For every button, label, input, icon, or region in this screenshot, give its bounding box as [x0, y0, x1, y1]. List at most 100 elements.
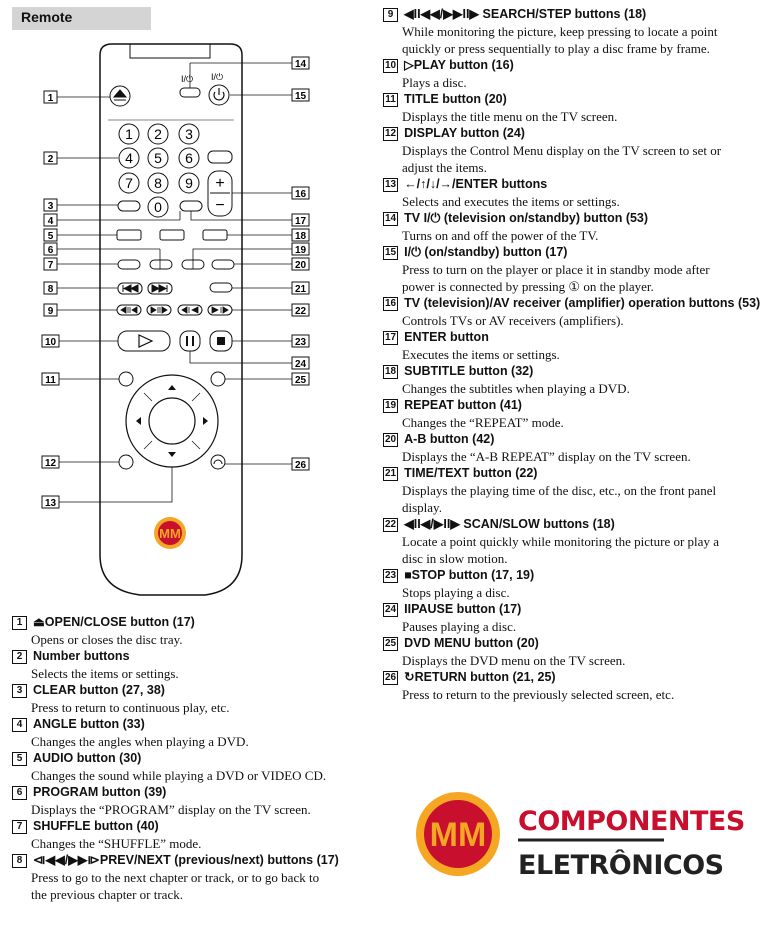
- callout-17: 17: [291, 213, 310, 227]
- digit-button-8: 8: [147, 172, 169, 194]
- tv-power-button: [179, 87, 201, 98]
- entry-description: Opens or closes the disc tray.: [31, 632, 183, 647]
- remote-logo-inner: [158, 521, 182, 545]
- title-button: [118, 371, 134, 387]
- entry-title-text: ■STOP button (17, 19): [404, 568, 535, 582]
- entry-description: Turns on and off the power of the TV.: [402, 228, 599, 243]
- remote-body: [99, 43, 243, 596]
- svg-text:7: 7: [125, 175, 133, 191]
- entry-number-badge: 5: [12, 752, 27, 766]
- entry-description: Displays the Control Menu display on the…: [402, 143, 722, 175]
- step-back-icon: [120, 306, 138, 314]
- svg-text:8: 8: [48, 284, 54, 295]
- entry-description: Displays the title menu on the TV screen…: [402, 109, 618, 124]
- entry-description: Controls TVs or AV receivers (amplifiers…: [402, 313, 624, 328]
- dvd-menu-button: [210, 371, 226, 387]
- entries-left: 1⏏OPEN/CLOSE button (17)Opens or closes …: [12, 614, 339, 903]
- callout-26: 26: [291, 457, 310, 471]
- leader-lines: [57, 62, 292, 503]
- entry-description: Displays the playing time of the disc, e…: [402, 483, 717, 515]
- entry-description: Selects and executes the items or settin…: [402, 194, 620, 209]
- power-label: I/⏻: [211, 72, 223, 82]
- svg-text:6: 6: [185, 150, 193, 166]
- entry-number-badge: 7: [12, 820, 27, 834]
- entry-title-text: TV I/⏻ (television on/standby) button (5…: [404, 211, 649, 225]
- entry-title-text: ←/↑/↓/→/ENTER buttons: [404, 177, 548, 191]
- entry-title-text: IIPAUSE button (17): [404, 602, 522, 616]
- entry-title-text: ◀II◀/▶II▶ SCAN/SLOW buttons (18): [404, 517, 615, 531]
- svg-text:8: 8: [154, 175, 162, 191]
- callout-22: 22: [291, 303, 310, 317]
- entry-number-badge: 26: [383, 671, 399, 685]
- entry-description: Press to return to continuous play, etc.: [31, 700, 230, 715]
- nav-left-icon: [136, 417, 141, 425]
- entry-title-text: REPEAT button (41): [404, 398, 522, 412]
- nav-down-icon: [168, 452, 176, 457]
- callout-6: 6: [43, 242, 58, 256]
- svg-text:21: 21: [295, 284, 307, 295]
- svg-text:1: 1: [48, 93, 54, 104]
- entry-title-text: TIME/TEXT button (22): [404, 466, 538, 480]
- callout-8: 8: [43, 281, 58, 295]
- entry-number-badge: 18: [383, 365, 399, 379]
- digit-button-6: 6: [178, 147, 200, 169]
- angle-button: [159, 229, 185, 241]
- entry-title: 23■STOP button (17, 19): [383, 567, 723, 584]
- entry-title: 1⏏OPEN/CLOSE button (17): [12, 614, 332, 631]
- digit-button-7: 7: [118, 172, 140, 194]
- remote-diagram: I/⏻ I/⏻ 1 2 3 4 5 6 7 8 9 0 + −: [41, 43, 310, 596]
- entry-description: Changes the “REPEAT” mode.: [402, 415, 564, 430]
- slow-forward-icon: [211, 306, 229, 314]
- digit-button-2: 2: [147, 123, 169, 145]
- entry-number-badge: 3: [12, 684, 27, 698]
- entry-title-text: DVD MENU button (20): [404, 636, 539, 650]
- svg-text:7: 7: [48, 260, 54, 271]
- slow-back-icon: [181, 306, 199, 314]
- pause-icon: [186, 336, 194, 346]
- callout-13: 13: [41, 495, 60, 509]
- step-forward-button: [146, 304, 172, 316]
- entry-number-badge: 14: [383, 212, 399, 226]
- slow-back-button: [177, 304, 203, 316]
- svg-text:9: 9: [185, 175, 193, 191]
- entry-item: 9◀II◀◀/▶▶II▶ SEARCH/STEP buttons (18)Whi…: [383, 6, 723, 57]
- svg-text:6: 6: [48, 245, 54, 256]
- callout-18: 18: [291, 228, 310, 242]
- entry-item: 26↻RETURN button (21, 25)Press to return…: [383, 669, 723, 703]
- tv-av-select-button: [207, 150, 233, 164]
- a-b-button: [211, 259, 235, 270]
- entry-description: Displays the “PROGRAM” display on the TV…: [31, 802, 311, 817]
- entry-title-text: PROGRAM button (39): [33, 785, 167, 799]
- digit-button-1: 1: [118, 123, 140, 145]
- svg-text:24: 24: [295, 359, 307, 370]
- svg-text:13: 13: [45, 498, 57, 509]
- digit-button-0: 0: [147, 196, 169, 218]
- entry-number-badge: 20: [383, 433, 399, 447]
- callout-3: 3: [43, 198, 58, 212]
- entry-title-text: DISPLAY button (24): [404, 126, 525, 140]
- callout-16: 16: [291, 186, 310, 200]
- entry-title: 14 TV I/⏻ (television on/standby) button …: [383, 210, 723, 227]
- number-pad: 1 2 3 4 5 6 7 8 9 0: [118, 123, 200, 218]
- brand-logo-mark: MM: [430, 816, 487, 854]
- entry-description: Stops playing a disc.: [402, 585, 510, 600]
- time-text-button: [209, 282, 233, 293]
- svg-text:3: 3: [48, 201, 54, 212]
- entry-title-text: ANGLE button (33): [33, 717, 145, 731]
- entry-item: 1⏏OPEN/CLOSE button (17)Opens or closes …: [12, 614, 332, 648]
